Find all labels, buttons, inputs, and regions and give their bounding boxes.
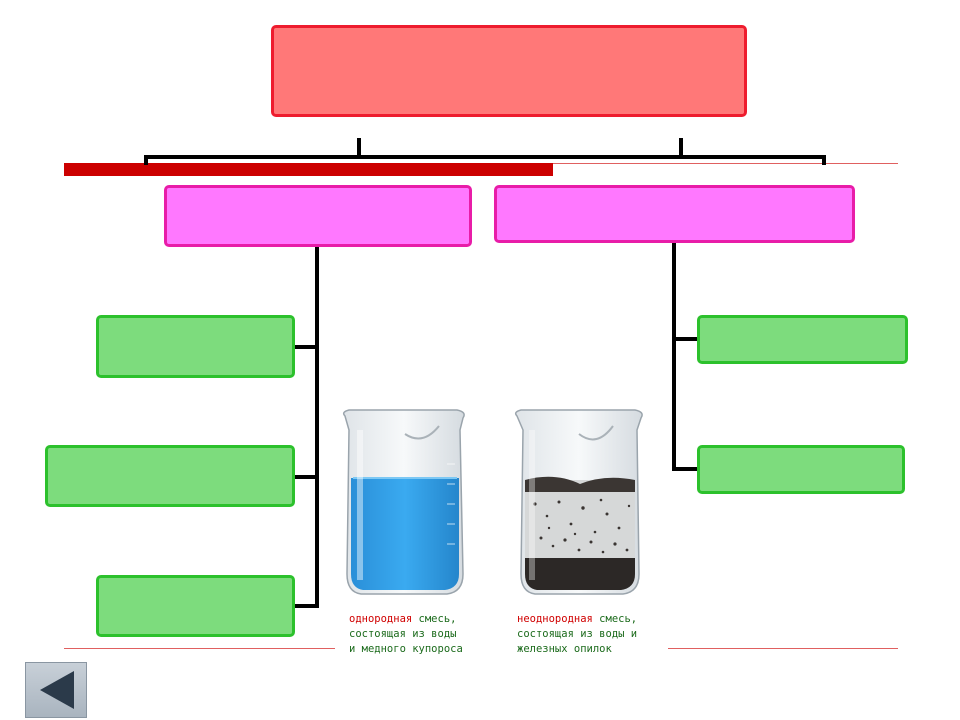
- caption-homogeneous: однородная смесь, состоящая из воды и ме…: [349, 613, 463, 655]
- triangle-left-icon: [40, 671, 74, 709]
- left-item-box-1: [96, 315, 295, 378]
- beaker-illustration: однородная смесь, состоящая из воды и ме…: [335, 404, 668, 662]
- right-category-box: [494, 185, 855, 243]
- right-item-box-2: [697, 445, 905, 494]
- beaker-blue: [342, 409, 465, 595]
- top-divider-line: [552, 163, 898, 164]
- beaker-iron-filings: [514, 409, 643, 595]
- caption-heterogeneous: неоднородная смесь, состоящая из воды и …: [517, 613, 638, 655]
- left-item-box-3: [96, 575, 295, 637]
- left-category-box: [164, 185, 472, 247]
- right-item-box-1: [697, 315, 908, 364]
- left-item-box-2: [45, 445, 295, 507]
- root-box: [271, 25, 747, 117]
- accent-bar: [64, 163, 553, 176]
- back-button[interactable]: [25, 662, 87, 718]
